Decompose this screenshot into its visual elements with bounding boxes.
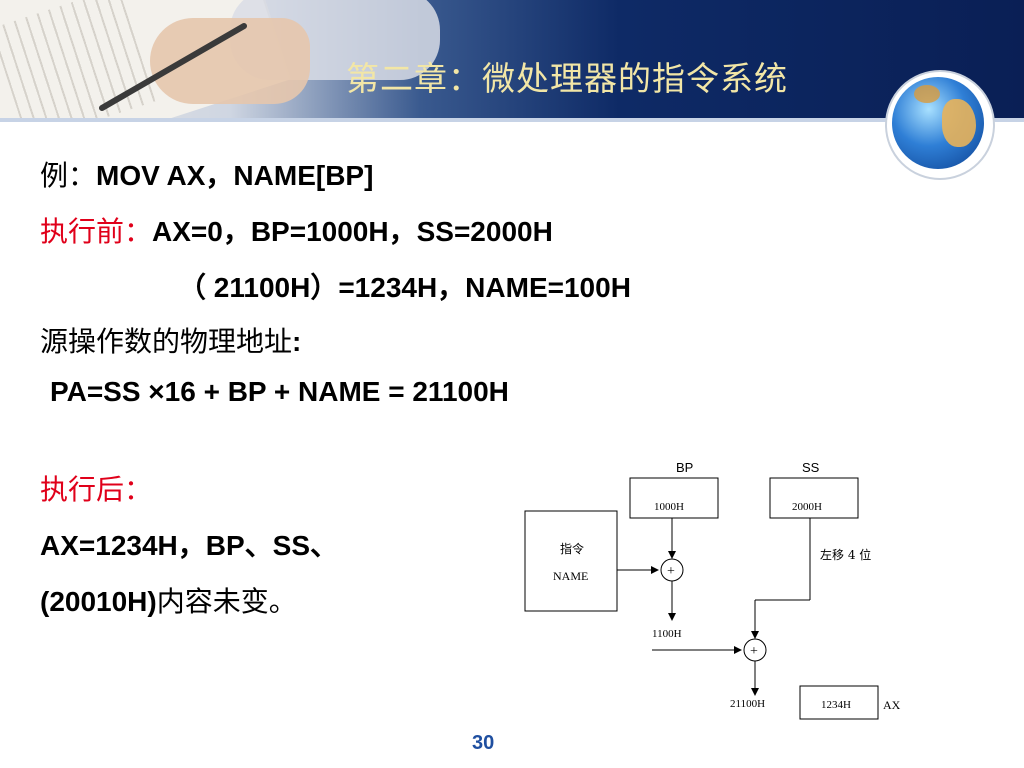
after-line2: (20010H)内容未变。 bbox=[40, 580, 297, 620]
bp-label: BP bbox=[676, 460, 693, 475]
before-label: 执行前： bbox=[40, 215, 153, 248]
ss-register-box bbox=[769, 477, 859, 519]
pa-label: 源操作数的物理地址 bbox=[40, 325, 293, 358]
globe-landmass bbox=[914, 85, 940, 103]
example-instruction: MOV AX，NAME[BP] bbox=[96, 160, 374, 191]
bp-value: 1000H bbox=[654, 501, 684, 513]
bp-register-box bbox=[629, 477, 719, 519]
before-line: 执行前：AX=0，BP=1000H，SS=2000H bbox=[40, 210, 553, 250]
before-values: AX=0，BP=1000H，SS=2000H bbox=[152, 216, 553, 247]
after-line1: AX=1234H，BP、SS、 bbox=[40, 530, 339, 561]
sum1-label: 1100H bbox=[652, 628, 682, 640]
name-label: NAME bbox=[553, 569, 588, 583]
instruction-box bbox=[524, 510, 618, 612]
pa-colon: : bbox=[292, 326, 302, 357]
ss-value: 2000H bbox=[792, 501, 822, 513]
header-banner: 第二章：微处理器的指令系统 bbox=[0, 0, 1024, 118]
address-diagram: BP 1000H SS 2000H 指令 NAME + 1100H 左移 4 位… bbox=[524, 460, 901, 720]
header-divider bbox=[0, 118, 1024, 122]
page-number: 30 bbox=[472, 732, 495, 754]
memory-box bbox=[799, 685, 879, 720]
shift-label: 左移 4 位 bbox=[820, 547, 871, 562]
slide-title: 第二章：微处理器的指令系统 bbox=[346, 59, 788, 98]
after-line: 执行后： bbox=[40, 468, 152, 508]
example-label: 例： bbox=[40, 159, 97, 192]
memory-line: （ 21100H）=1234H，NAME=100H bbox=[178, 272, 631, 303]
sum2-label: 21100H bbox=[730, 698, 765, 710]
after-line2-address: (20010H) bbox=[40, 586, 157, 617]
ax-label: AX bbox=[883, 698, 901, 712]
globe-icon bbox=[892, 77, 984, 169]
example-line: 例：MOV AX，NAME[BP] bbox=[40, 154, 373, 194]
adder-plus-2: + bbox=[750, 644, 758, 659]
pa-heading: 源操作数的物理地址: bbox=[40, 320, 301, 360]
ss-label: SS bbox=[802, 460, 820, 475]
after-label: 执行后： bbox=[40, 473, 153, 506]
adder-plus: + bbox=[667, 564, 675, 579]
instruction-label: 指令 bbox=[560, 541, 584, 556]
pa-formula: PA=SS ×16 + BP + NAME = 21100H bbox=[50, 376, 509, 407]
globe-landmass bbox=[942, 99, 976, 147]
after-line2-text: 内容未变。 bbox=[156, 585, 297, 618]
memory-value: 1234H bbox=[821, 699, 851, 711]
